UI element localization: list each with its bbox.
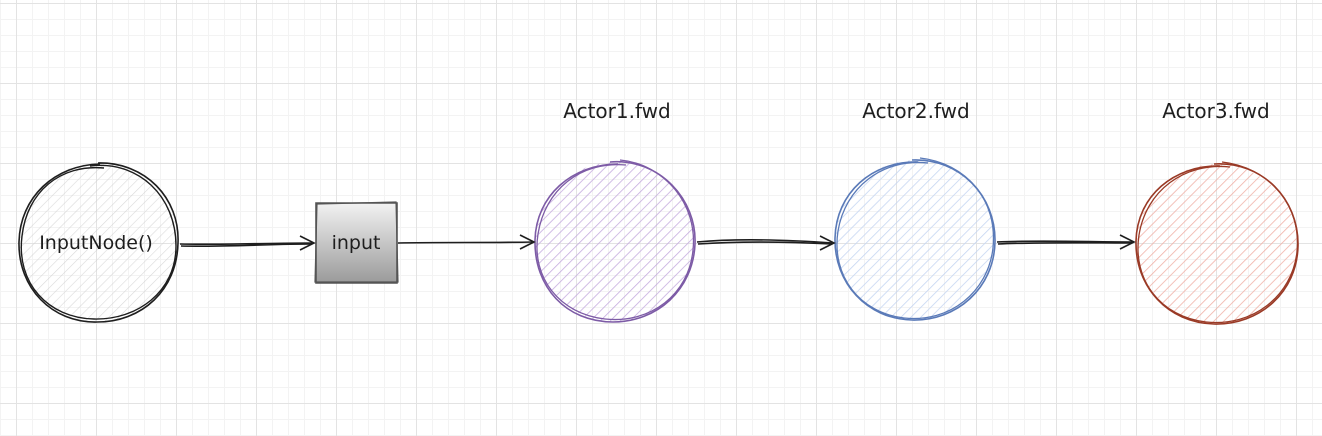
actor3-label: Actor3.fwd: [1162, 99, 1269, 123]
actor2-circle[interactable]: [834, 157, 996, 321]
edge-input-to-actor1: [397, 234, 536, 250]
edge-inputnode-to-input: [179, 235, 316, 251]
input-node-label: InputNode(): [39, 232, 153, 254]
actor3-circle[interactable]: [1135, 161, 1299, 325]
input-box[interactable]: input: [314, 201, 399, 284]
actor1-label: Actor1.fwd: [563, 99, 670, 123]
edge-actor1-to-actor2: [696, 235, 836, 251]
actor2-label: Actor2.fwd: [862, 99, 969, 123]
input-box-label: input: [332, 232, 381, 254]
input-node-circle[interactable]: InputNode(): [18, 162, 179, 323]
actor1-circle[interactable]: [534, 159, 696, 323]
edge-actor2-to-actor3: [996, 234, 1136, 250]
